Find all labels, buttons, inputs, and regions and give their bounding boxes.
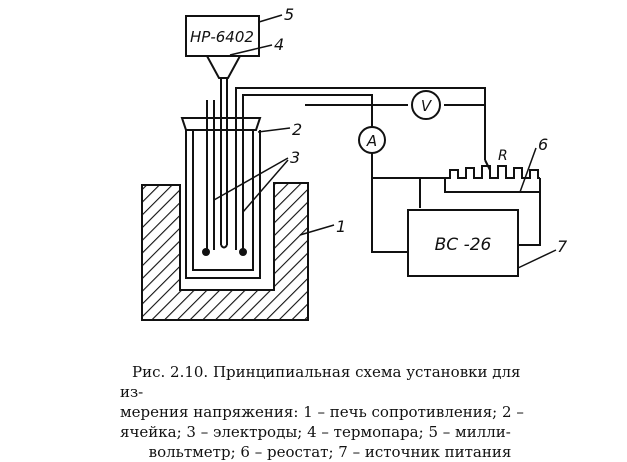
- electrodes: [202, 100, 247, 256]
- caption-line-1: Рис. 2.10. Принципиальная схема установк…: [120, 363, 521, 401]
- millivoltmeter: НР-6402: [185, 15, 260, 57]
- callout-millivoltmeter: 5: [284, 5, 294, 24]
- circuit-wires: [235, 87, 541, 253]
- callout-thermocouple: 4: [274, 35, 284, 54]
- power-source: ВС -26: [407, 209, 519, 277]
- rheostat: R: [444, 148, 541, 193]
- svg-text:НР-6402: НР-6402: [190, 28, 254, 46]
- callout-rheostat: 6: [538, 135, 548, 154]
- caption-line-3: ячейка; 3 – электроды; 4 – термопара; 5 …: [120, 423, 511, 441]
- caption-line-4: вольтметр; 6 – реостат; 7 – источник пит…: [148, 443, 512, 461]
- ammeter: А: [358, 126, 386, 154]
- svg-text:ВС -26: ВС -26: [435, 235, 492, 255]
- callout-furnace: 1: [336, 217, 346, 236]
- callout-power-source: 7: [557, 237, 568, 256]
- callout-cell: 2: [292, 120, 302, 139]
- svg-text:R: R: [498, 148, 508, 164]
- callout-electrodes: 3: [290, 148, 300, 167]
- caption-line-2: мерения напряжения: 1 – печь сопротивлен…: [120, 403, 524, 421]
- svg-text:V: V: [421, 97, 433, 115]
- furnace: [141, 182, 309, 321]
- voltmeter: V: [411, 90, 441, 120]
- callout-leaders: [213, 14, 557, 269]
- svg-text:А: А: [366, 132, 377, 150]
- figure-caption: Рис. 2.10. Принципиальная схема установк…: [120, 362, 540, 462]
- setup-diagram: НР-6402 А V R ВС -26: [141, 5, 568, 321]
